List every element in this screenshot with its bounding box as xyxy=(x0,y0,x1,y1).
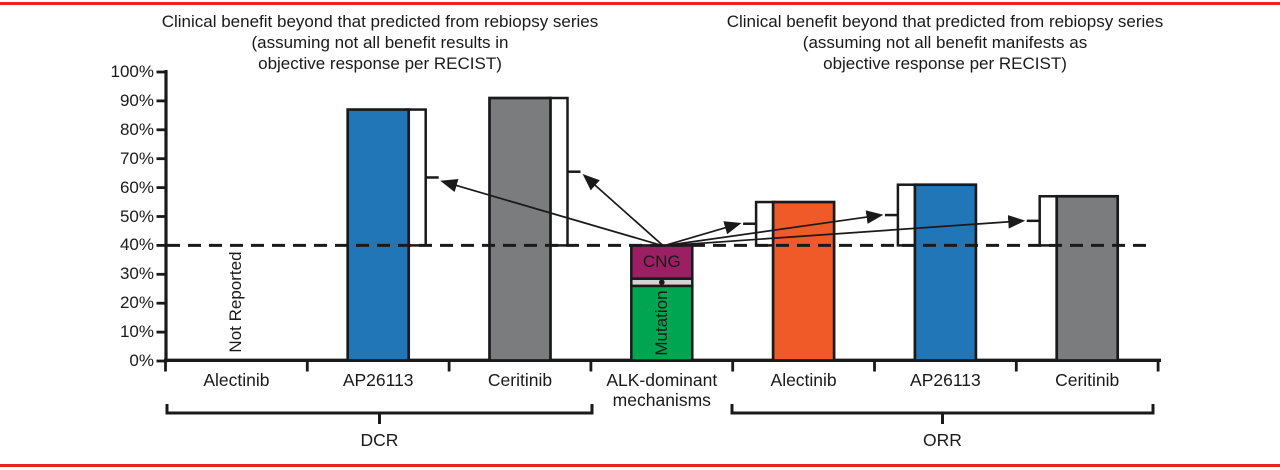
bracket-dcr xyxy=(165,404,594,424)
bar-ceritinib-orr xyxy=(1055,194,1120,362)
journal-rule-top xyxy=(0,2,1280,5)
segment-label-cng: CNG xyxy=(642,252,681,272)
group-label-dcr: DCR xyxy=(360,430,399,450)
y-axis-tick-label: 90% xyxy=(119,90,154,110)
title-line: Clinical benefit beyond that predicted f… xyxy=(161,12,599,31)
y-axis-tick-label: 70% xyxy=(119,148,154,168)
x-category-label-alectinib-orr: Alectinib xyxy=(770,370,837,390)
dot-marker xyxy=(659,279,665,286)
title-line: objective response per RECIST) xyxy=(258,54,502,73)
right-panel-title: Clinical benefit beyond that predicted f… xyxy=(665,11,1225,74)
x-category-label-alectinib-dcr: Alectinib xyxy=(203,370,270,390)
arrow-to-ceritinib-dcr xyxy=(582,174,664,247)
x-category-label-alk-dominant: mechanisms xyxy=(612,389,711,410)
journal-rule-bottom xyxy=(0,464,1280,467)
title-line: objective response per RECIST) xyxy=(823,54,1067,73)
x-category-label-ceritinib-orr: Ceritinib xyxy=(1055,370,1120,390)
x-category-label-ceritinib-dcr: Ceritinib xyxy=(487,370,553,390)
title-line: (assuming not all benefit manifests as xyxy=(802,33,1088,52)
x-category-label-ap26113-orr: AP26113 xyxy=(910,370,981,390)
arrow-to-ceritinib-orr xyxy=(663,215,1026,247)
x-category-label-alk-dominant: ALK-dominant xyxy=(606,370,718,390)
y-axis-tick-label: 60% xyxy=(119,177,154,197)
bar-ceritinib-dcr xyxy=(488,96,552,362)
y-axis-tick-label: 50% xyxy=(119,206,154,226)
stacked-segment-mutation xyxy=(630,284,694,362)
stacked-segment-cng xyxy=(630,244,694,280)
left-panel-title: Clinical benefit beyond that predicted f… xyxy=(100,11,660,74)
y-axis-tick-label: 100% xyxy=(110,62,154,81)
arrow-to-ap26113-dcr xyxy=(440,179,664,247)
y-axis-tick-label: 10% xyxy=(119,322,154,342)
bar-ap26113-orr xyxy=(913,183,978,362)
y-axis-tick-label: 40% xyxy=(119,235,154,255)
bar-ap26113-dcr xyxy=(346,108,411,362)
y-axis-tick-label: 80% xyxy=(119,119,154,139)
y-axis-tick-label: 30% xyxy=(119,264,154,284)
title-line: Clinical benefit beyond that predicted f… xyxy=(726,12,1164,31)
y-axis-tick-label: 0% xyxy=(129,351,154,370)
segment-label-mutation: Mutation xyxy=(651,290,671,357)
arrow-to-ap26113-orr xyxy=(663,210,884,247)
arrow-to-alectinib-orr xyxy=(663,221,742,247)
title-line: (assuming not all benefit results in xyxy=(251,33,509,52)
group-label-orr: ORR xyxy=(923,430,962,450)
y-axis-tick-label: 20% xyxy=(119,293,154,313)
x-category-label-ap26113-dcr: AP26113 xyxy=(342,370,414,390)
bracket-orr xyxy=(730,404,1155,424)
not-reported-label: Not Reported xyxy=(226,251,246,353)
